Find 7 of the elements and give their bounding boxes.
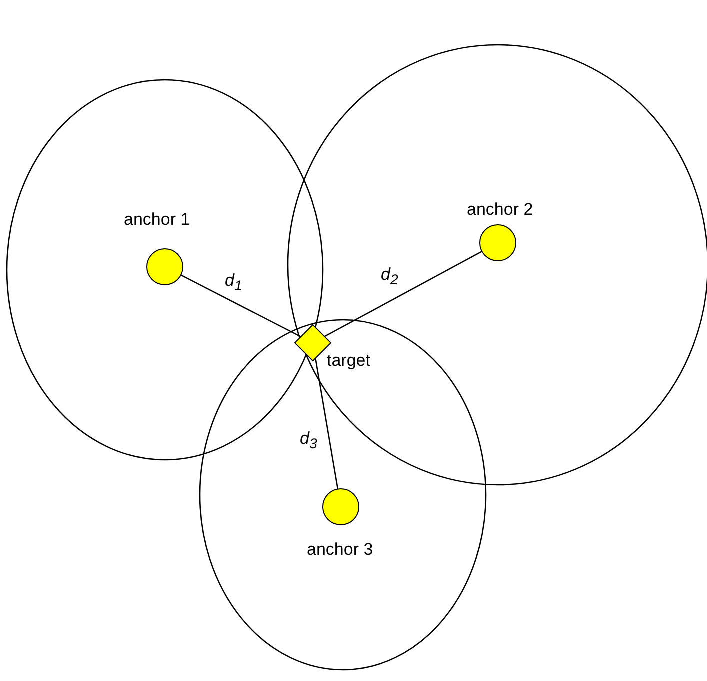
node-label: anchor 2 xyxy=(467,200,534,220)
edge-label: d$_{3}$ xyxy=(299,430,318,452)
distance-line xyxy=(324,250,482,338)
node-label: anchor 1 xyxy=(124,210,190,230)
node-label: target xyxy=(327,351,370,371)
node-label: anchor 3 xyxy=(307,540,374,560)
distance-line xyxy=(314,358,339,490)
